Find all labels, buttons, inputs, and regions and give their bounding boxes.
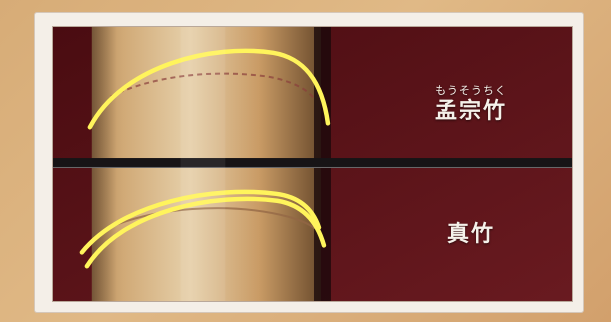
madake-node-markings	[102, 207, 316, 232]
madake-bamboo-label: 真竹	[371, 222, 571, 246]
madake-bamboo-stalk	[91, 167, 321, 301]
stalk-highlight	[180, 27, 226, 301]
moso-bamboo-label: もうそうちく 孟宗竹	[371, 85, 571, 123]
divider-highlight	[53, 166, 572, 168]
madake-yellow-node-arc-lower	[84, 196, 327, 269]
moso-bamboo-stalk	[91, 27, 321, 160]
moso-bamboo-ruby: もうそうちく	[435, 84, 507, 97]
moso-bamboo-name: 孟宗竹	[434, 98, 507, 124]
madake-bamboo-name: 真竹	[446, 221, 495, 247]
divider-bar	[53, 158, 572, 168]
bamboo-illustration	[53, 27, 572, 301]
moso-yellow-node-arc	[87, 48, 331, 130]
madake-yellow-node-arc-upper	[79, 189, 322, 255]
bamboo-comparison-photo: もうそうちく 孟宗竹 真竹	[52, 26, 573, 302]
